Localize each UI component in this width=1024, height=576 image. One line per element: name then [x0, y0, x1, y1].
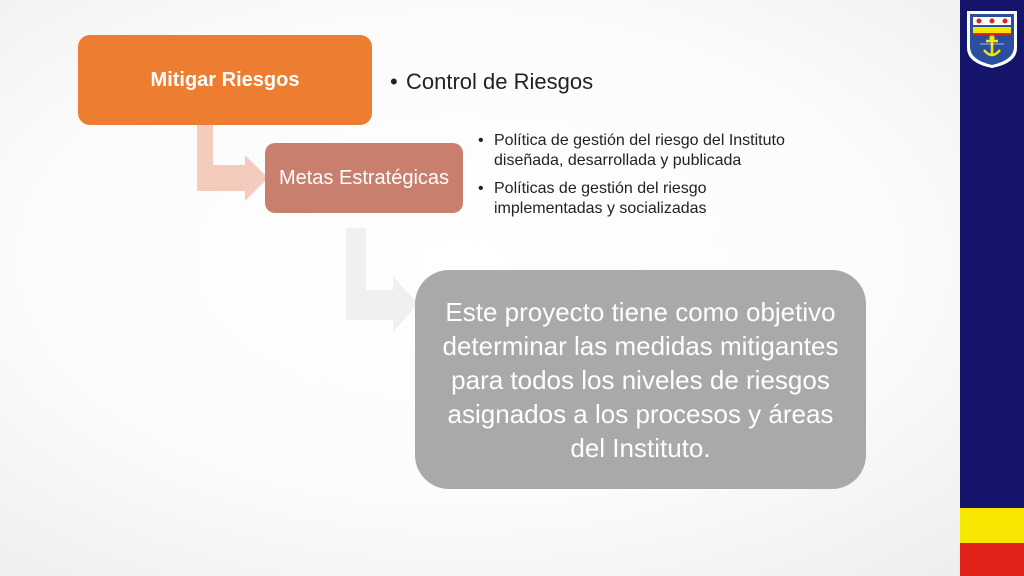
connector-arrow-2: [346, 228, 418, 332]
flag-stripe-yellow: [960, 508, 1024, 543]
list-item: Política de gestión del riesgo del Insti…: [478, 131, 798, 171]
naval-anchor-emblem-icon: [967, 11, 1017, 68]
right-sidebar: [960, 0, 1024, 576]
box-project-objective: Este proyecto tiene como objetivo determ…: [415, 270, 866, 489]
level1-bullet-list: Control de Riesgos: [390, 69, 593, 95]
list-item: Políticas de gestión del riesgo implemen…: [478, 179, 798, 219]
list-item: Control de Riesgos: [390, 69, 593, 95]
connector-arrow-1: [197, 125, 268, 201]
box-mitigar-riesgos: Mitigar Riesgos: [78, 35, 372, 125]
level2-bullet-list: Política de gestión del riesgo del Insti…: [478, 131, 798, 227]
project-objective-text: Este proyecto tiene como objetivo determ…: [442, 296, 839, 463]
box-metas-estrategicas: Metas Estratégicas: [265, 143, 463, 213]
box-mitigar-riesgos-label: Mitigar Riesgos: [150, 68, 300, 91]
slide: Mitigar Riesgos Control de Riesgos Metas…: [0, 0, 960, 576]
flag-stripe-red: [960, 543, 1024, 576]
box-metas-estrategicas-label: Metas Estratégicas: [278, 166, 450, 189]
